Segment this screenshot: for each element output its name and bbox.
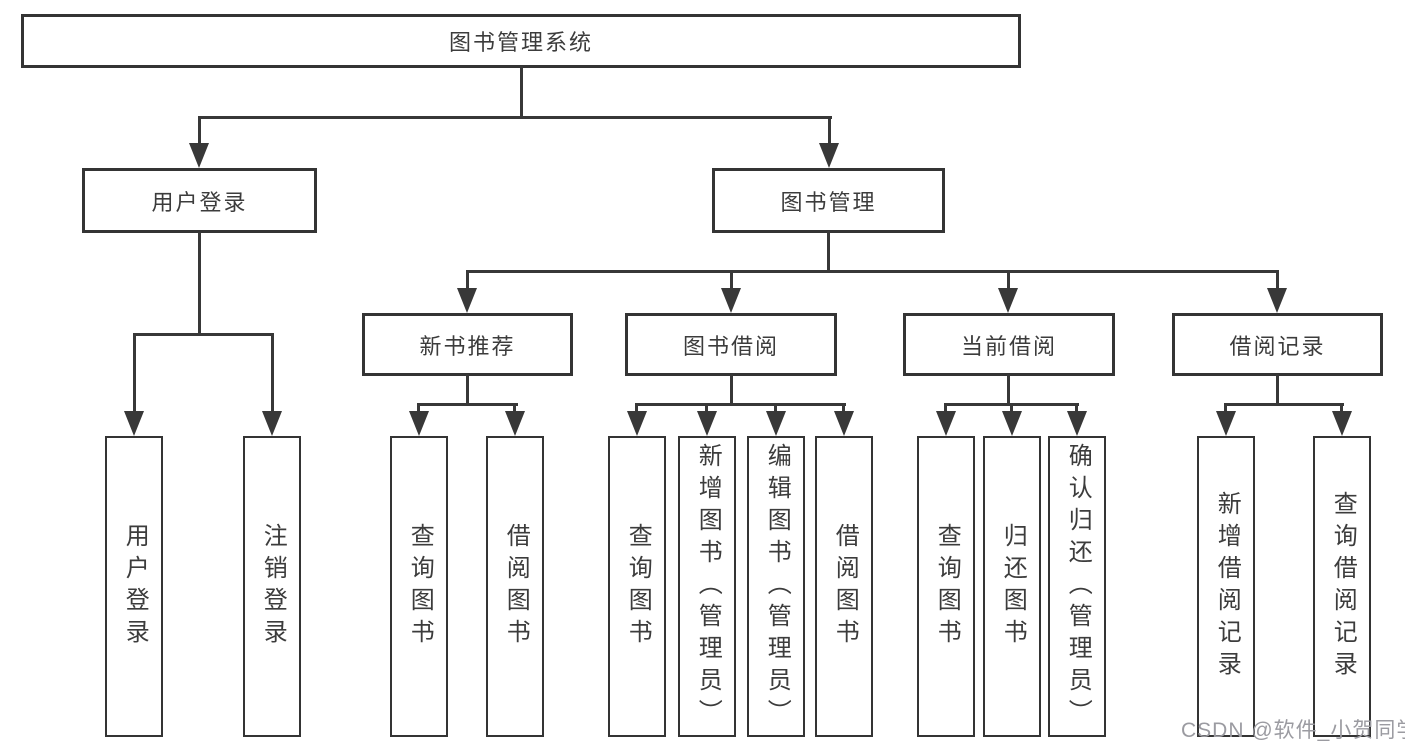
node-borrowing-records: 借阅记录 [1172,313,1383,376]
node-label: 借阅记录 [1229,333,1326,359]
arrow-down-icon [627,411,647,436]
connector-line [636,403,846,406]
leaf-borrowing-borrow-book: 借阅图书 [815,436,873,737]
connector-line [1010,403,1013,415]
arrow-down-icon [998,288,1018,313]
node-label: 查询借阅记录 [1329,490,1357,683]
connector-line [1224,403,1344,406]
connector-line [730,374,733,406]
arrow-down-icon [819,143,839,168]
connector-line [520,66,523,118]
connector-line [198,116,832,119]
node-label: 查询图书 [406,522,434,651]
arrow-down-icon [697,411,717,436]
node-label: 用户登录 [151,189,248,215]
node-label: 注销登录 [259,522,287,651]
node-label: 图书管理 [780,189,877,215]
arrow-down-icon [124,411,144,436]
connector-line [198,232,201,336]
connector-line [944,403,947,415]
node-label: 用户登录 [121,522,149,651]
node-label: 查询图书 [624,522,652,651]
connector-line [827,231,830,273]
node-current-borrowing: 当前借阅 [903,313,1115,376]
node-label: 新增借阅记录 [1213,490,1241,683]
leaf-borrowing-query-book: 查询图书 [608,436,666,737]
connector-line [1007,270,1010,290]
arrow-down-icon [1002,411,1022,436]
csdn-watermark: CSDN @软件_小贺同学 [1181,719,1405,742]
connector-line [417,403,420,415]
node-label: 图书管理系统 [448,30,593,55]
leaf-records-query-record: 查询借阅记录 [1313,436,1371,737]
connector-line [1276,270,1279,290]
node-label: 新增图书（管理员） [694,442,722,731]
node-label: 确认归还（管理员） [1064,442,1092,731]
connector-line [1075,403,1078,415]
arrow-down-icon [1216,411,1236,436]
connector-line [198,116,201,145]
leaf-records-add-record: 新增借阅记录 [1197,436,1255,737]
arrow-down-icon [936,411,956,436]
leaf-logout: 注销登录 [243,436,301,737]
connector-line [842,403,845,415]
node-book-management: 图书管理 [712,168,945,233]
connector-line [774,403,777,415]
arrow-down-icon [1267,288,1287,313]
arrow-down-icon [262,411,282,436]
leaf-newbook-query-book: 查询图书 [390,436,448,737]
connector-line [466,374,469,406]
leaf-current-return-book: 归还图书 [983,436,1041,737]
connector-line [466,270,469,290]
node-label: 当前借阅 [960,333,1057,359]
connector-line [1340,403,1343,415]
arrow-down-icon [1067,411,1087,436]
connector-line [133,333,274,336]
connector-line [635,403,638,415]
leaf-newbook-borrow-book: 借阅图书 [486,436,544,737]
arrow-down-icon [1332,411,1352,436]
connector-line [828,116,831,145]
node-label: 图书借阅 [682,333,779,359]
node-label: 归还图书 [999,522,1027,651]
arrow-down-icon [409,411,429,436]
leaf-user-login: 用户登录 [105,436,163,737]
arrow-down-icon [766,411,786,436]
node-label: 新书推荐 [419,333,516,359]
connector-line [513,403,516,415]
leaf-borrowing-add-book-admin: 新增图书（管理员） [678,436,736,737]
node-label: 查询图书 [933,522,961,651]
connector-line [466,270,1279,273]
leaf-current-query-book: 查询图书 [917,436,975,737]
connector-line [1224,403,1227,415]
node-label: 借阅图书 [831,522,859,651]
arrow-down-icon [457,288,477,313]
connector-line [418,403,518,406]
node-book-borrowing: 图书借阅 [625,313,837,376]
node-label: 编辑图书（管理员） [763,442,791,731]
connector-line [705,403,708,415]
connector-line [730,270,733,290]
connector-line [271,333,274,413]
connector-line [133,333,136,413]
arrow-down-icon [505,411,525,436]
arrow-down-icon [189,143,209,168]
arrow-down-icon [834,411,854,436]
node-label: 借阅图书 [502,522,530,651]
connector-line [1007,374,1010,406]
node-library-management-system: 图书管理系统 [21,14,1021,68]
arrow-down-icon [721,288,741,313]
leaf-borrowing-edit-book-admin: 编辑图书（管理员） [747,436,805,737]
node-user-login: 用户登录 [82,168,317,233]
connector-line [1276,374,1279,406]
node-new-book-recommend: 新书推荐 [362,313,573,376]
leaf-current-confirm-return-admin: 确认归还（管理员） [1048,436,1106,737]
